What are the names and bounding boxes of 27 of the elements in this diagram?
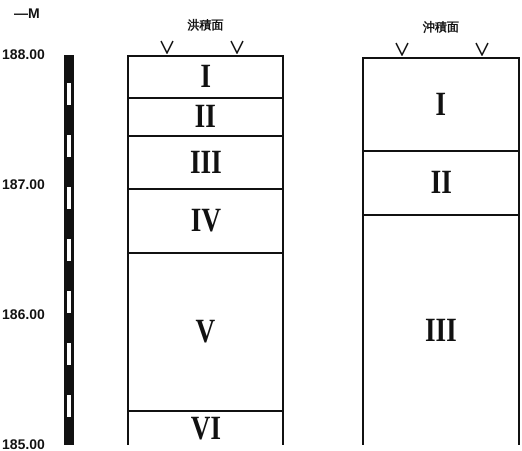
elevation-label: 185.00	[2, 436, 45, 451]
soil-layer	[362, 57, 520, 150]
soil-layer	[127, 410, 284, 445]
layer-numeral: III	[425, 314, 457, 348]
elevation-label: 186.00	[2, 306, 45, 322]
soil-layer	[362, 214, 520, 445]
layer-numeral: VI	[190, 412, 221, 446]
layer-numeral: II	[430, 166, 452, 200]
layer-numeral: I	[436, 88, 446, 122]
soil-layer	[127, 97, 284, 135]
layer-numeral: III	[190, 146, 222, 180]
soil-column	[362, 19, 520, 445]
column-heading: 洪積面	[186, 17, 224, 34]
layer-numeral: I	[200, 60, 211, 94]
column-heading: 沖積面	[422, 19, 460, 36]
layer-numeral: IV	[190, 204, 221, 238]
soil-layer	[127, 55, 284, 97]
soil-layer	[127, 252, 284, 410]
soil-layer	[127, 188, 284, 252]
layer-numeral: V	[196, 315, 216, 349]
layer-numeral: II	[194, 100, 216, 134]
elevation-label: 187.00	[2, 176, 45, 192]
elevation-label: 188.00	[2, 46, 45, 62]
soil-layer	[127, 135, 284, 188]
unit-label: —M	[14, 5, 40, 21]
soil-layer	[362, 150, 520, 214]
soil-column	[127, 17, 284, 445]
